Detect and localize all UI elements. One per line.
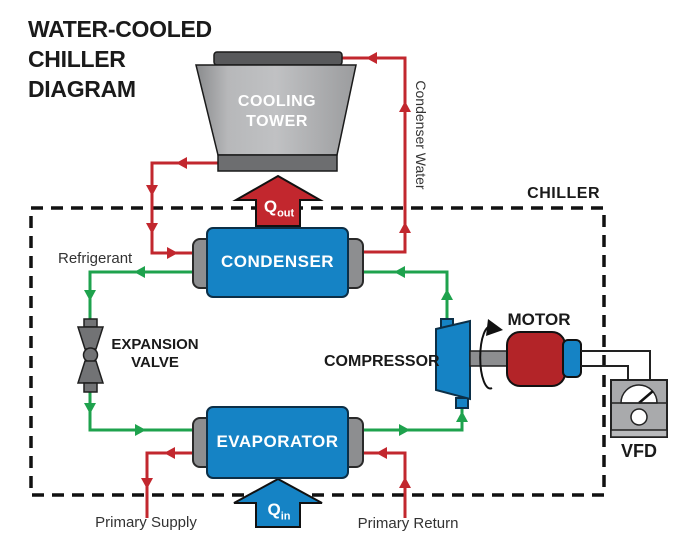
chilled-water-pipes <box>141 447 411 518</box>
pipe-primary-return <box>358 451 407 518</box>
red-arrow-down-icon <box>146 223 158 234</box>
expansion-valve-unit <box>76 318 105 393</box>
compressor-unit <box>435 318 471 409</box>
cooling-tower <box>195 51 357 172</box>
vfd-bottom-band <box>610 429 668 438</box>
valve-lower-body <box>76 360 105 384</box>
red-arrow-left-icon <box>376 447 387 459</box>
red-arrow-up-icon <box>399 101 411 112</box>
pipe-valve-to-evaporator <box>88 391 207 432</box>
q-out-label: Qout <box>256 197 302 219</box>
green-arrow-left-icon <box>394 266 405 278</box>
compressor-body <box>435 319 471 401</box>
valve-top-port <box>83 318 98 328</box>
motor-label: MOTOR <box>507 310 571 329</box>
page-title: WATER-COOLED CHILLER DIAGRAM <box>28 14 212 104</box>
refrigerant-label: Refrigerant <box>58 250 133 267</box>
vfd-label: VFD <box>621 441 657 461</box>
valve-upper-body <box>76 326 105 350</box>
cooling-tower-top-cap <box>213 51 343 66</box>
q-out-arrow <box>232 174 324 227</box>
title-line-2: CHILLER <box>28 46 126 72</box>
title-line-1: WATER-COOLED <box>28 16 212 42</box>
red-arrow-left-icon <box>176 157 187 169</box>
vfd-wire-upper <box>581 350 651 380</box>
rotation-arrowhead-icon <box>486 319 503 336</box>
green-arrow-left-icon <box>134 266 145 278</box>
refrigerant-pipes <box>84 266 468 436</box>
evaporator-label: EVAPORATOR <box>216 432 339 451</box>
pipe-primary-supply <box>145 451 200 518</box>
vfd-wire-lower <box>581 365 629 380</box>
chiller-boundary-box <box>29 206 606 497</box>
condenser-water-pipes <box>146 52 411 259</box>
condenser-unit <box>192 227 364 298</box>
q-in-label: Qin <box>256 500 302 522</box>
compressor-label: COMPRESSOR <box>324 353 440 370</box>
red-arrow-left-icon <box>366 52 377 64</box>
green-arrow-down-icon <box>84 290 96 301</box>
vfd-knob <box>630 408 648 426</box>
pipe-compressor-to-condenser <box>358 270 449 320</box>
green-arrow-up-icon <box>441 289 453 300</box>
primary-supply-label: Primary Supply <box>95 514 197 531</box>
condenser-label: CONDENSER <box>220 252 335 271</box>
evaporator-body <box>206 406 349 479</box>
q-in-subscript: in <box>280 510 291 523</box>
green-arrow-right-icon <box>399 424 410 436</box>
q-in-arrow <box>233 477 323 528</box>
green-arrow-down-icon <box>84 403 96 414</box>
evaporator-unit <box>192 406 364 479</box>
valve-ball <box>82 347 99 363</box>
chiller-label: CHILLER <box>527 185 600 202</box>
condenser-water-label: Condenser Water <box>413 80 429 190</box>
pipe-condenser-to-valve <box>88 270 200 320</box>
red-arrow-right-icon <box>167 247 178 259</box>
motor-shaft <box>469 350 508 367</box>
expansion-valve-label: EXPANSION VALVE <box>111 336 199 371</box>
primary-return-label: Primary Return <box>357 515 459 532</box>
green-arrow-right-icon <box>135 424 146 436</box>
valve-bottom-port <box>83 382 98 393</box>
condenser-body <box>206 227 349 298</box>
q-in-symbol: Q <box>267 500 281 519</box>
cooling-tower-label: COOLING TOWER <box>237 93 317 130</box>
vfd-gauge-needle <box>638 390 654 404</box>
vfd-gauge-dial <box>620 384 658 404</box>
motor-end-cap <box>562 339 582 378</box>
title-line-3: DIAGRAM <box>28 76 136 102</box>
motor-unit <box>506 331 582 387</box>
motor-body <box>506 331 566 387</box>
red-arrow-down-icon <box>141 478 153 489</box>
q-out-symbol: Q <box>263 197 278 216</box>
red-arrow-left-icon <box>164 447 175 459</box>
red-arrow-up-icon <box>399 477 411 488</box>
red-arrow-up-icon <box>399 222 411 233</box>
cooling-tower-base <box>217 154 338 172</box>
vfd-unit <box>610 379 668 438</box>
red-arrow-down-icon <box>146 185 158 196</box>
pipe-evaporator-to-compressor <box>358 406 464 432</box>
compressor-bottom-port <box>455 397 469 409</box>
green-arrow-up-icon <box>456 411 468 422</box>
q-out-subscript: out <box>277 207 295 220</box>
